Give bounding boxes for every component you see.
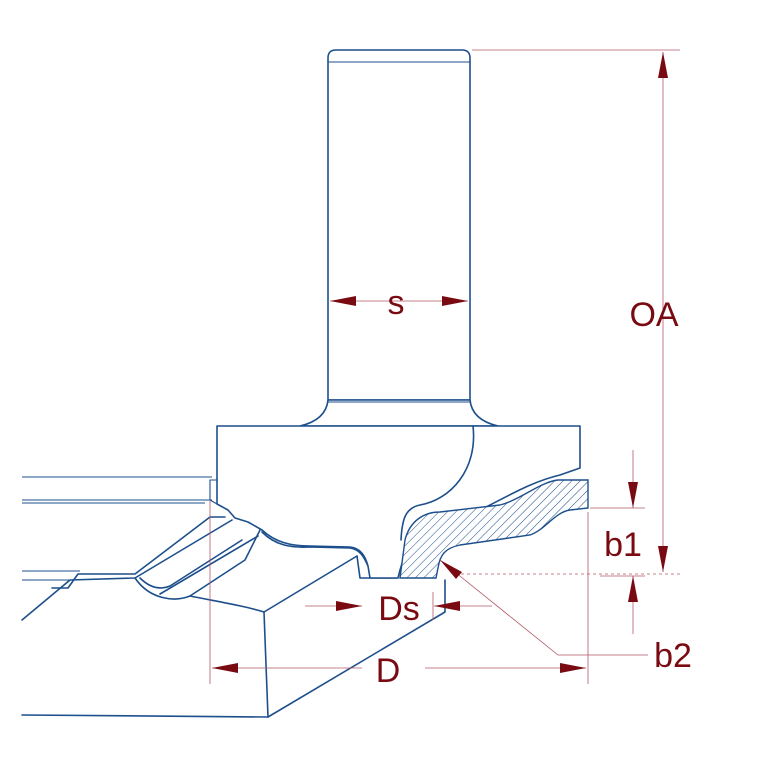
workpiece-face-line (22, 499, 212, 504)
workpiece-bottom-edge (21, 579, 446, 718)
router-bit (209, 49, 589, 579)
dimension-labels: s OA b1 Ds b2 D (376, 284, 692, 690)
dim-d-arrow-right (560, 663, 586, 673)
dim-oa-arrow-top (658, 52, 668, 78)
dim-b2-arrow (440, 560, 462, 579)
workpiece-bead-line (159, 535, 259, 595)
dim-b1-arrow-bottom (628, 576, 638, 602)
dim-oa-arrow-bottom (658, 546, 668, 572)
workpiece-cove-inner (139, 539, 243, 589)
label-d: D (376, 652, 401, 690)
workpiece-lower-curve (189, 595, 265, 613)
bit-shank (327, 49, 471, 401)
dim-ds-arrow-right (434, 601, 460, 611)
bit-profile-curve (400, 425, 475, 541)
label-s: s (388, 284, 405, 322)
bit-neck (299, 399, 499, 427)
dim-b2-leader (439, 559, 648, 656)
label-oa: OA (629, 296, 678, 334)
label-b1: b1 (604, 526, 642, 564)
cutter-insert (399, 479, 589, 579)
workpiece-front-corner (263, 555, 358, 718)
bit-body (216, 425, 581, 579)
dim-ds-arrow-left (336, 601, 362, 611)
dim-d-arrow-left (212, 663, 238, 673)
dim-b1-arrow-top (628, 482, 638, 508)
dimensions (209, 49, 680, 684)
bit-left-edge (209, 479, 218, 505)
workpiece-profile-edge (51, 516, 226, 589)
dim-s-arrow-right (442, 296, 468, 306)
dim-s-arrow-left (330, 296, 356, 306)
label-b2: b2 (654, 637, 692, 675)
label-ds: Ds (378, 590, 420, 628)
workpiece-lower-line (22, 570, 80, 581)
workpiece-profile-front (21, 519, 233, 621)
